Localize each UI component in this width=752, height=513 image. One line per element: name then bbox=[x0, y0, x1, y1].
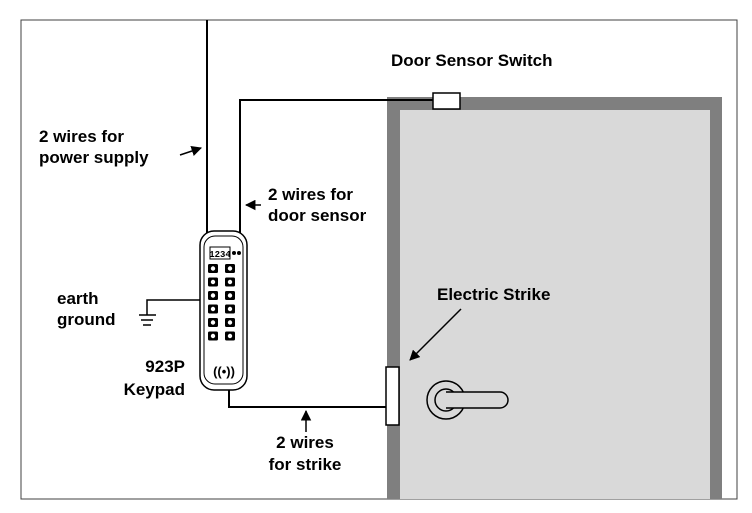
keypad-led-icon bbox=[232, 251, 236, 255]
keypad-key-mark bbox=[210, 306, 216, 312]
earth-ground-symbol bbox=[139, 314, 156, 326]
rfid-symbol-text: ((•)) bbox=[213, 364, 235, 379]
earth-ground-label-line1: earth bbox=[57, 289, 99, 308]
keypad-key-mark bbox=[210, 293, 216, 298]
door-sensor-label-line2: door sensor bbox=[268, 206, 367, 225]
diagram-border bbox=[20, 19, 738, 500]
door-sensor-switch-label: Door Sensor Switch bbox=[391, 51, 553, 70]
door-panel bbox=[400, 110, 710, 499]
strike-wires-label-line1: 2 wires bbox=[276, 433, 334, 452]
keypad-923p: 1234 ((•)) bbox=[199, 230, 248, 391]
power-supply-label-line2: power supply bbox=[39, 148, 149, 167]
electric-strike-label: Electric Strike bbox=[437, 285, 551, 304]
model-label: 923P bbox=[145, 357, 185, 376]
earth-ground-wire bbox=[146, 299, 200, 315]
keypad-display bbox=[209, 246, 231, 260]
keypad-key-mark bbox=[210, 279, 216, 285]
keypad-key-mark bbox=[227, 320, 233, 325]
strike-wires-label-line2: for strike bbox=[268, 455, 342, 474]
keypad-key-mark bbox=[227, 266, 233, 271]
keypad-key-mark bbox=[210, 333, 216, 339]
keypad-key-mark bbox=[210, 266, 216, 271]
door-sensor-wire bbox=[239, 99, 433, 234]
strike-wire bbox=[228, 390, 386, 408]
power-supply-arrow bbox=[179, 146, 202, 156]
electric-strike-arrow bbox=[409, 308, 462, 361]
keypad-key-mark bbox=[210, 320, 216, 325]
door-handle bbox=[426, 380, 509, 420]
electric-strike bbox=[385, 366, 400, 426]
keypad-key-mark bbox=[227, 333, 233, 339]
keypad-led-icon bbox=[237, 251, 241, 255]
door-sensor-switch bbox=[432, 92, 461, 110]
power-supply-label-line1: 2 wires for bbox=[39, 127, 125, 146]
keypad-key-mark bbox=[227, 279, 233, 285]
door-sensor-label-line1: 2 wires for bbox=[268, 185, 354, 204]
earth-ground-label-line2: ground bbox=[57, 310, 116, 329]
keypad-key-mark bbox=[227, 306, 233, 312]
keypad-key-mark bbox=[227, 293, 233, 298]
keypad-label: Keypad bbox=[123, 380, 185, 399]
keypad-keys bbox=[208, 264, 235, 341]
keypad-display-text: 1234 bbox=[209, 250, 231, 260]
